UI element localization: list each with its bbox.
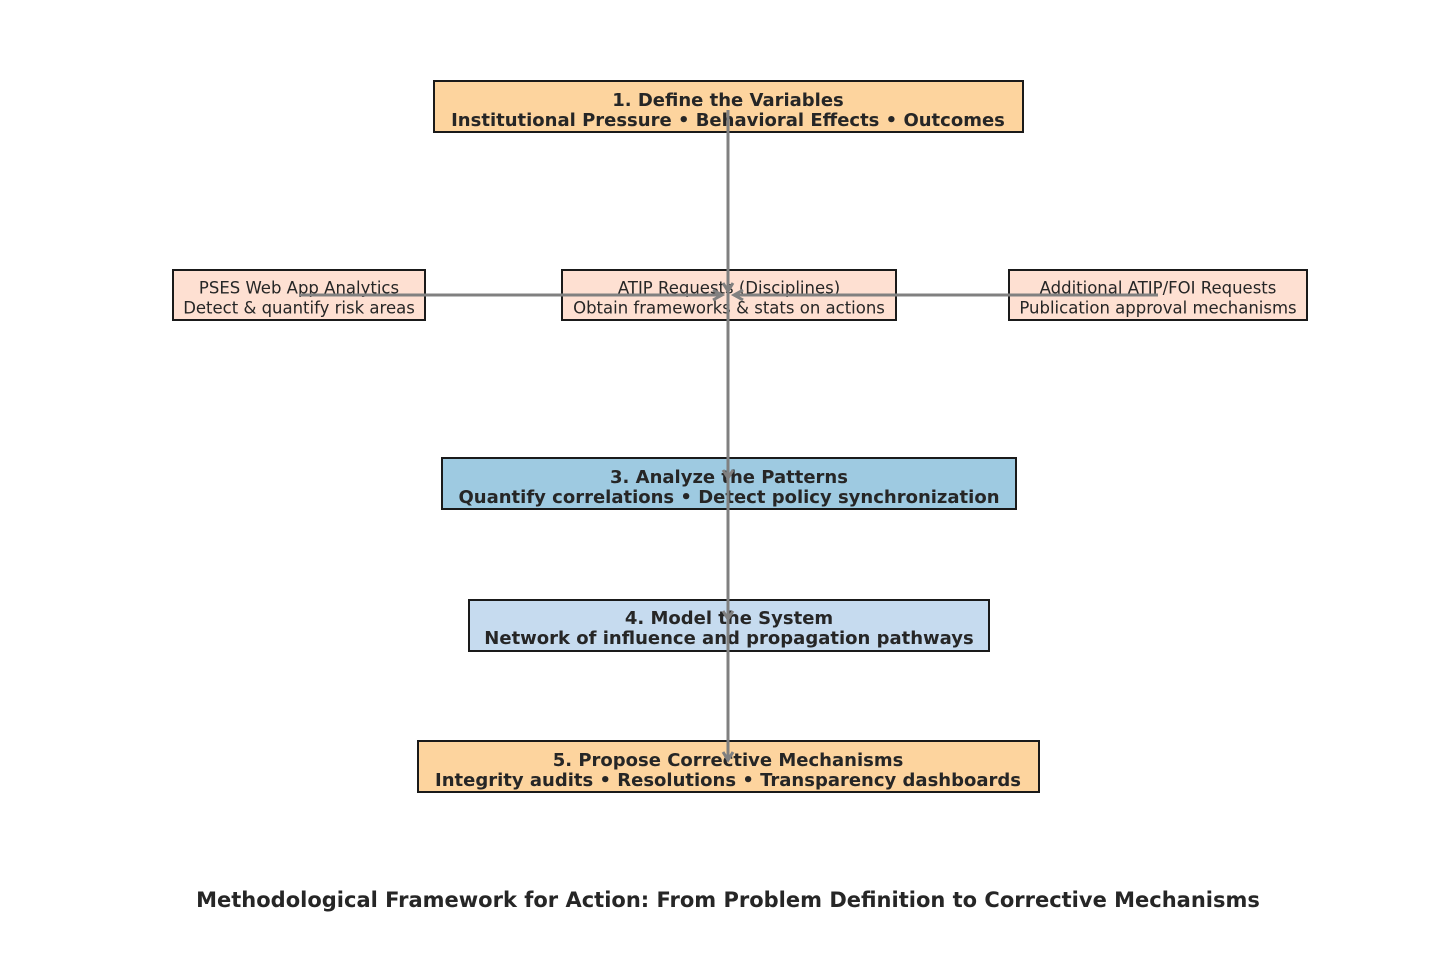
connector-arrows	[299, 110, 1158, 763]
additional-title: Additional ATIP/FOI Requests	[1040, 279, 1277, 298]
arrow-atip-head	[721, 282, 735, 294]
propose-subtitle: Integrity audits • Resolutions • Transpa…	[435, 770, 1021, 791]
arrow-model-head	[721, 610, 735, 622]
arrow-additional-to-atip-head	[730, 288, 744, 302]
diagram-caption: Methodological Framework for Action: Fro…	[196, 888, 1260, 912]
define-title: 1. Define the Variables	[612, 90, 844, 111]
additional-subtitle: Publication approval mechanisms	[1019, 299, 1296, 318]
pses-title: PSES Web App Analytics	[199, 279, 399, 298]
arrow-propose-head	[721, 751, 735, 763]
pses-subtitle: Detect & quantify risk areas	[183, 299, 415, 318]
arrow-pses-to-atip-head	[712, 288, 726, 302]
arrow-analyze-head	[721, 469, 735, 481]
